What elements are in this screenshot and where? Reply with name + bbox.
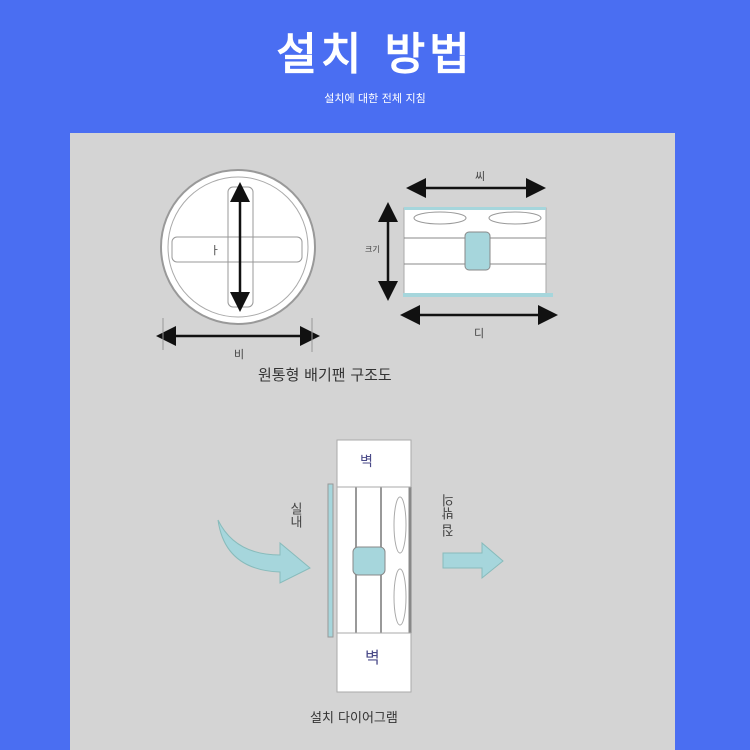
center-mark: ㅏ (210, 244, 221, 257)
install-caption: 설치 다이어그램 (310, 711, 398, 726)
dimension-d: 디 (474, 327, 485, 340)
fan-diagrams (156, 169, 558, 693)
airflow-in-arrow (217, 519, 311, 584)
fan-side-view (378, 178, 558, 325)
dimension-b: 비 (234, 348, 245, 361)
outdoor-label: 집 밖의 (442, 494, 457, 538)
wall-top-label: 벽 (360, 454, 373, 470)
page-subtitle: 설치에 대한 전체 지침 (324, 92, 426, 105)
dimension-c: 씨 (475, 170, 486, 183)
indoor-label: 실내 (287, 502, 302, 528)
airflow-out-arrow (442, 541, 504, 580)
diagram-panel (70, 133, 675, 750)
install-diagram (217, 439, 504, 693)
page-title: 설치 방법 (276, 29, 474, 80)
dimension-h: 크기 (365, 245, 380, 254)
wall-bottom-label: 벽 (365, 648, 380, 667)
fan-front-view (156, 169, 320, 352)
structure-caption: 원통형 배기팬 구조도 (258, 366, 392, 384)
